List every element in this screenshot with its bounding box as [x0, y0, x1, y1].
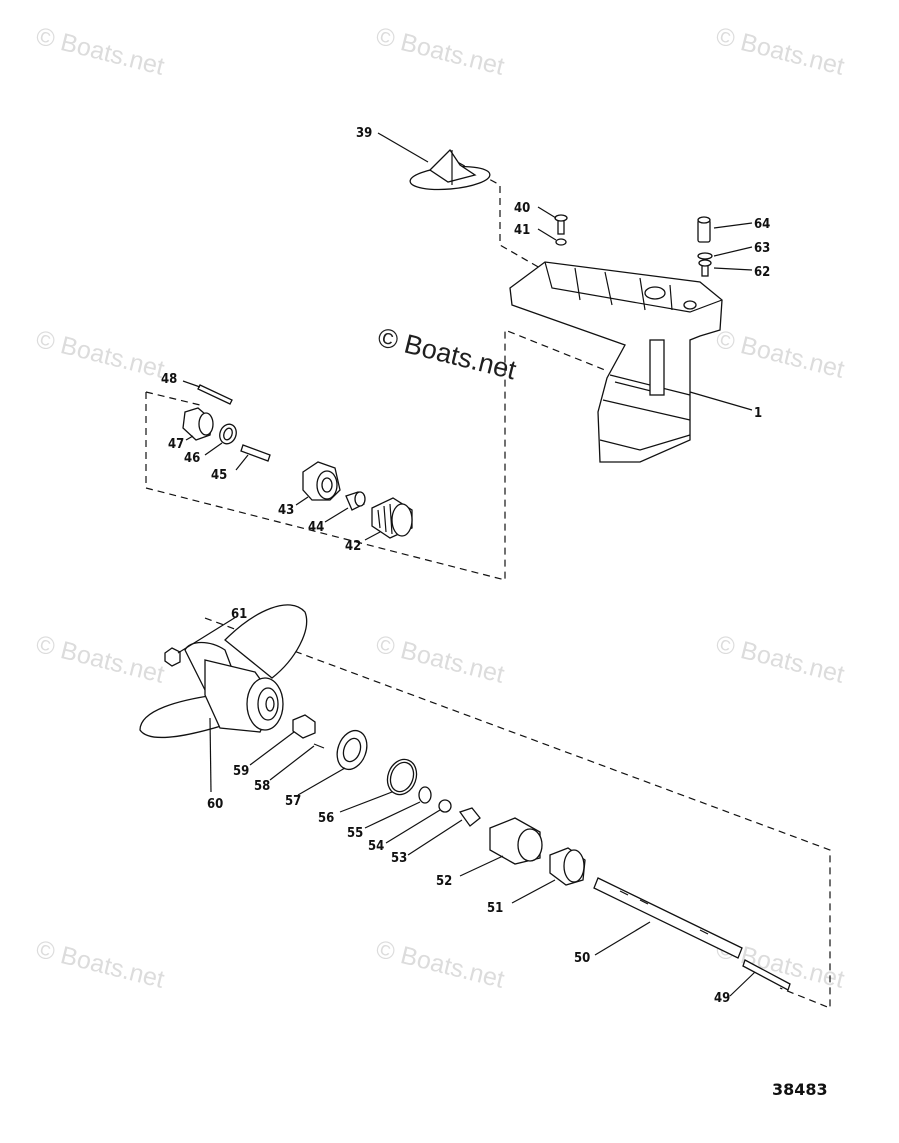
- gear-housing-part: [509, 261, 723, 463]
- part-label-53: 53: [391, 851, 407, 866]
- part-label-40: 40: [514, 201, 530, 216]
- pin-48-part: [197, 384, 233, 405]
- part-label-60: 60: [207, 797, 223, 812]
- sleeve-53-part: [458, 807, 481, 827]
- part-label-47: 47: [168, 437, 184, 452]
- bearing-carrier-52-part: [489, 817, 543, 865]
- nut-47-part: [182, 407, 214, 441]
- part-label-50: 50: [574, 951, 590, 966]
- assembly-dash-driveshaft-top: [145, 391, 201, 406]
- leader-lines: [177, 132, 756, 997]
- part-label-41: 41: [514, 223, 530, 238]
- washer-41-part: [555, 238, 567, 246]
- washer-55-part: [418, 786, 432, 804]
- part-label-55: 55: [347, 826, 363, 841]
- assembly-dash-propshaft: [204, 617, 831, 1009]
- forward-gear-51-part: [549, 847, 586, 886]
- part-label-52: 52: [436, 874, 452, 889]
- shaft-45-part: [240, 444, 271, 462]
- spacer-59-part: [292, 714, 316, 739]
- propeller-60-part: [139, 604, 308, 739]
- part-label-61: 61: [231, 607, 247, 622]
- washer-54-part: [438, 799, 452, 813]
- part-label-58: 58: [254, 779, 270, 794]
- part-label-44: 44: [308, 520, 324, 535]
- part-label-1: 1: [754, 406, 762, 421]
- part-label-45: 45: [211, 468, 227, 483]
- pin-58-part: [313, 743, 325, 749]
- part-label-63: 63: [754, 241, 770, 256]
- pinion-gear-43-part: [302, 461, 341, 501]
- part-label-54: 54: [368, 839, 384, 854]
- part-label-39: 39: [356, 126, 372, 141]
- part-label-57: 57: [285, 794, 301, 809]
- part-label-48: 48: [161, 372, 177, 387]
- document-number: 38483: [772, 1080, 828, 1099]
- part-label-51: 51: [487, 901, 503, 916]
- part-label-56: 56: [318, 811, 334, 826]
- washer-63-part: [697, 252, 713, 260]
- screw-40-part: [554, 214, 568, 235]
- bushing-44-part: [345, 491, 366, 511]
- part-label-64: 64: [754, 217, 770, 232]
- part-label-62: 62: [754, 265, 770, 280]
- assembly-dash-driveshaft: [145, 329, 606, 581]
- part-label-43: 43: [278, 503, 294, 518]
- part-label-46: 46: [184, 451, 200, 466]
- o-ring-56-part: [386, 758, 418, 796]
- screw-62-part: [698, 259, 712, 277]
- part-label-59: 59: [233, 764, 249, 779]
- thrust-hub-57-part: [336, 729, 368, 771]
- washer-46-part: [219, 423, 237, 445]
- anode-plate-part: [409, 148, 491, 191]
- part-label-42: 42: [345, 539, 361, 554]
- nut-61-part: [164, 647, 181, 667]
- bearing-42-part: [371, 497, 413, 539]
- sleeve-64-part: [697, 216, 711, 243]
- shift-rod-49-part: [742, 959, 791, 991]
- part-label-49: 49: [714, 991, 730, 1006]
- propeller-shaft-50-part: [593, 877, 743, 959]
